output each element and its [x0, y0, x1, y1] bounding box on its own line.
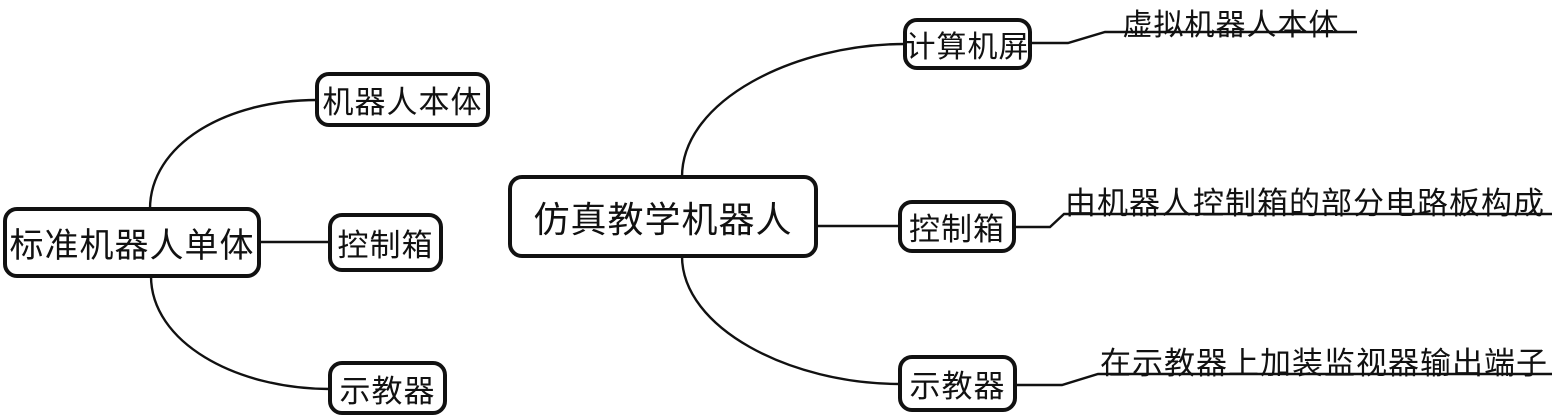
connector-left-root-to-teach-pendant	[149, 275, 331, 391]
node-teach-pendant-right: 示教器	[898, 355, 1017, 412]
leader-computer-screen-annotation	[1030, 30, 1357, 45]
node-robot-body: 机器人本体	[315, 72, 490, 127]
node-teach-pendant-left: 示教器	[328, 361, 447, 415]
node-control-box-right: 控制箱	[898, 200, 1016, 253]
annotation-virtual-robot-body: 虚拟机器人本体	[1122, 9, 1340, 42]
node-standard-robot-unit: 标准机器人单体	[3, 207, 261, 278]
leader-teach-pendant-annotation	[1015, 372, 1552, 387]
connector-left-root-to-robot-body	[148, 98, 318, 210]
connector-right-root-to-teach-pendant	[680, 255, 901, 386]
node-simulation-teaching-robot: 仿真教学机器人	[508, 175, 818, 258]
node-computer-screen: 计算机屏	[903, 18, 1032, 70]
annotation-circuit-boards: 由机器人控制箱的部分电路板构成	[1065, 186, 1545, 221]
connector-right-root-to-computer-screen	[680, 42, 906, 178]
node-control-box-left: 控制箱	[328, 213, 443, 272]
annotation-monitor-output-terminal: 在示教器上加装监视器输出端子	[1100, 346, 1548, 381]
leader-control-box-annotation	[1014, 212, 1552, 229]
